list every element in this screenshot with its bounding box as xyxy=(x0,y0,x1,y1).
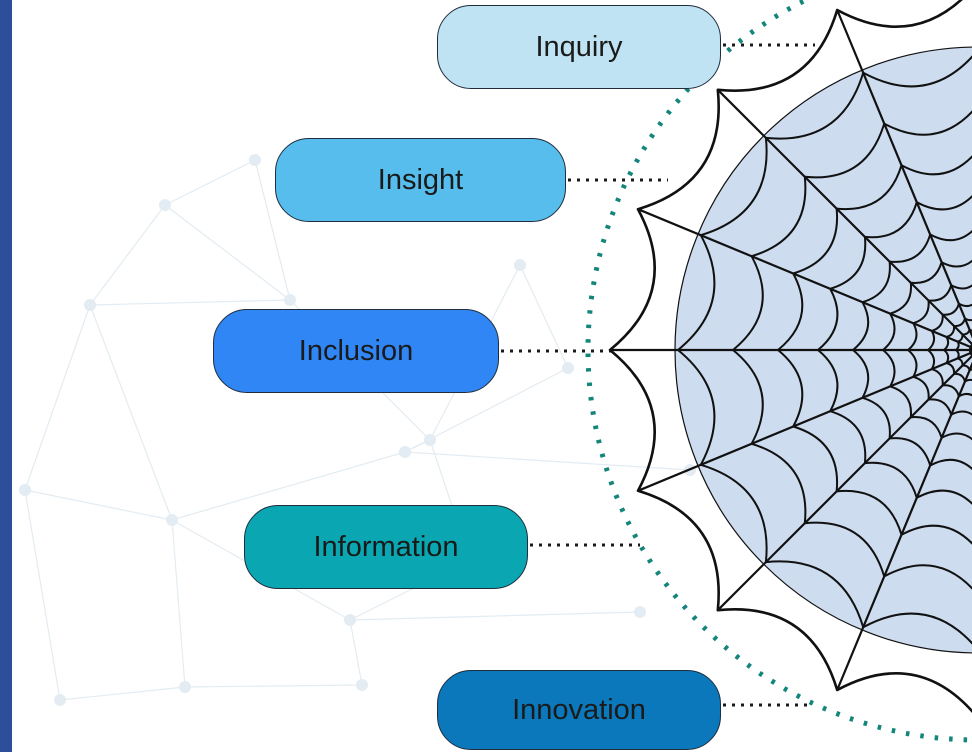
network-node xyxy=(19,484,31,496)
pill-insight: Insight xyxy=(275,138,566,222)
pill-inquiry: Inquiry xyxy=(437,5,721,89)
network-node xyxy=(424,434,436,446)
web-spoke xyxy=(836,9,972,339)
web-spoke xyxy=(637,351,972,492)
pill-innovation-label: Innovation xyxy=(512,693,646,726)
spider-web-icon xyxy=(608,0,972,714)
web-spoke xyxy=(717,354,972,611)
left-accent-bar xyxy=(0,0,12,752)
web-ring xyxy=(777,155,972,545)
network-line xyxy=(254,159,291,301)
network-line xyxy=(171,519,186,688)
network-line xyxy=(89,204,166,306)
network-line xyxy=(59,686,186,701)
pill-inclusion: Inclusion xyxy=(213,309,499,393)
network-line xyxy=(24,304,91,491)
network-line xyxy=(349,611,641,621)
network-node xyxy=(634,606,646,618)
web-ring xyxy=(817,195,972,505)
network-node xyxy=(399,446,411,458)
network-node xyxy=(562,362,574,374)
web-ring xyxy=(927,302,972,398)
network-node xyxy=(179,681,191,693)
network-node xyxy=(166,514,178,526)
web-ring xyxy=(907,284,972,416)
network-line xyxy=(349,619,363,686)
network-node xyxy=(84,299,96,311)
network-line xyxy=(24,489,61,701)
web-ring xyxy=(955,328,972,372)
web-ring xyxy=(852,229,972,471)
network-line xyxy=(404,451,691,471)
network-line xyxy=(164,204,291,301)
network-line xyxy=(171,451,406,521)
network-node xyxy=(344,614,356,626)
network-line xyxy=(164,159,256,206)
network-line xyxy=(24,489,173,521)
web-ring xyxy=(677,55,972,645)
network-node xyxy=(284,294,296,306)
web-spoke xyxy=(637,208,972,349)
web-spoke xyxy=(717,89,972,346)
pill-information-label: Information xyxy=(313,530,459,563)
web-outer-ring xyxy=(608,0,972,714)
pill-insight-label: Insight xyxy=(377,163,464,196)
network-node xyxy=(54,694,66,706)
web-spoke xyxy=(836,361,972,691)
web-ring xyxy=(732,110,972,590)
network-line xyxy=(89,299,291,306)
network-line xyxy=(89,304,173,521)
pill-innovation: Innovation xyxy=(437,670,721,750)
web-ring xyxy=(943,317,972,383)
network-node xyxy=(159,199,171,211)
pill-information: Information xyxy=(244,505,528,589)
network-node xyxy=(356,679,368,691)
pill-inquiry-label: Inquiry xyxy=(535,30,623,63)
network-node xyxy=(249,154,261,166)
pill-inclusion-label: Inclusion xyxy=(298,334,414,367)
web-ring xyxy=(882,259,972,441)
network-node xyxy=(514,259,526,271)
connector-lines xyxy=(501,43,815,707)
network-line xyxy=(184,684,363,688)
web-hub xyxy=(969,343,972,357)
network-line xyxy=(519,264,569,369)
